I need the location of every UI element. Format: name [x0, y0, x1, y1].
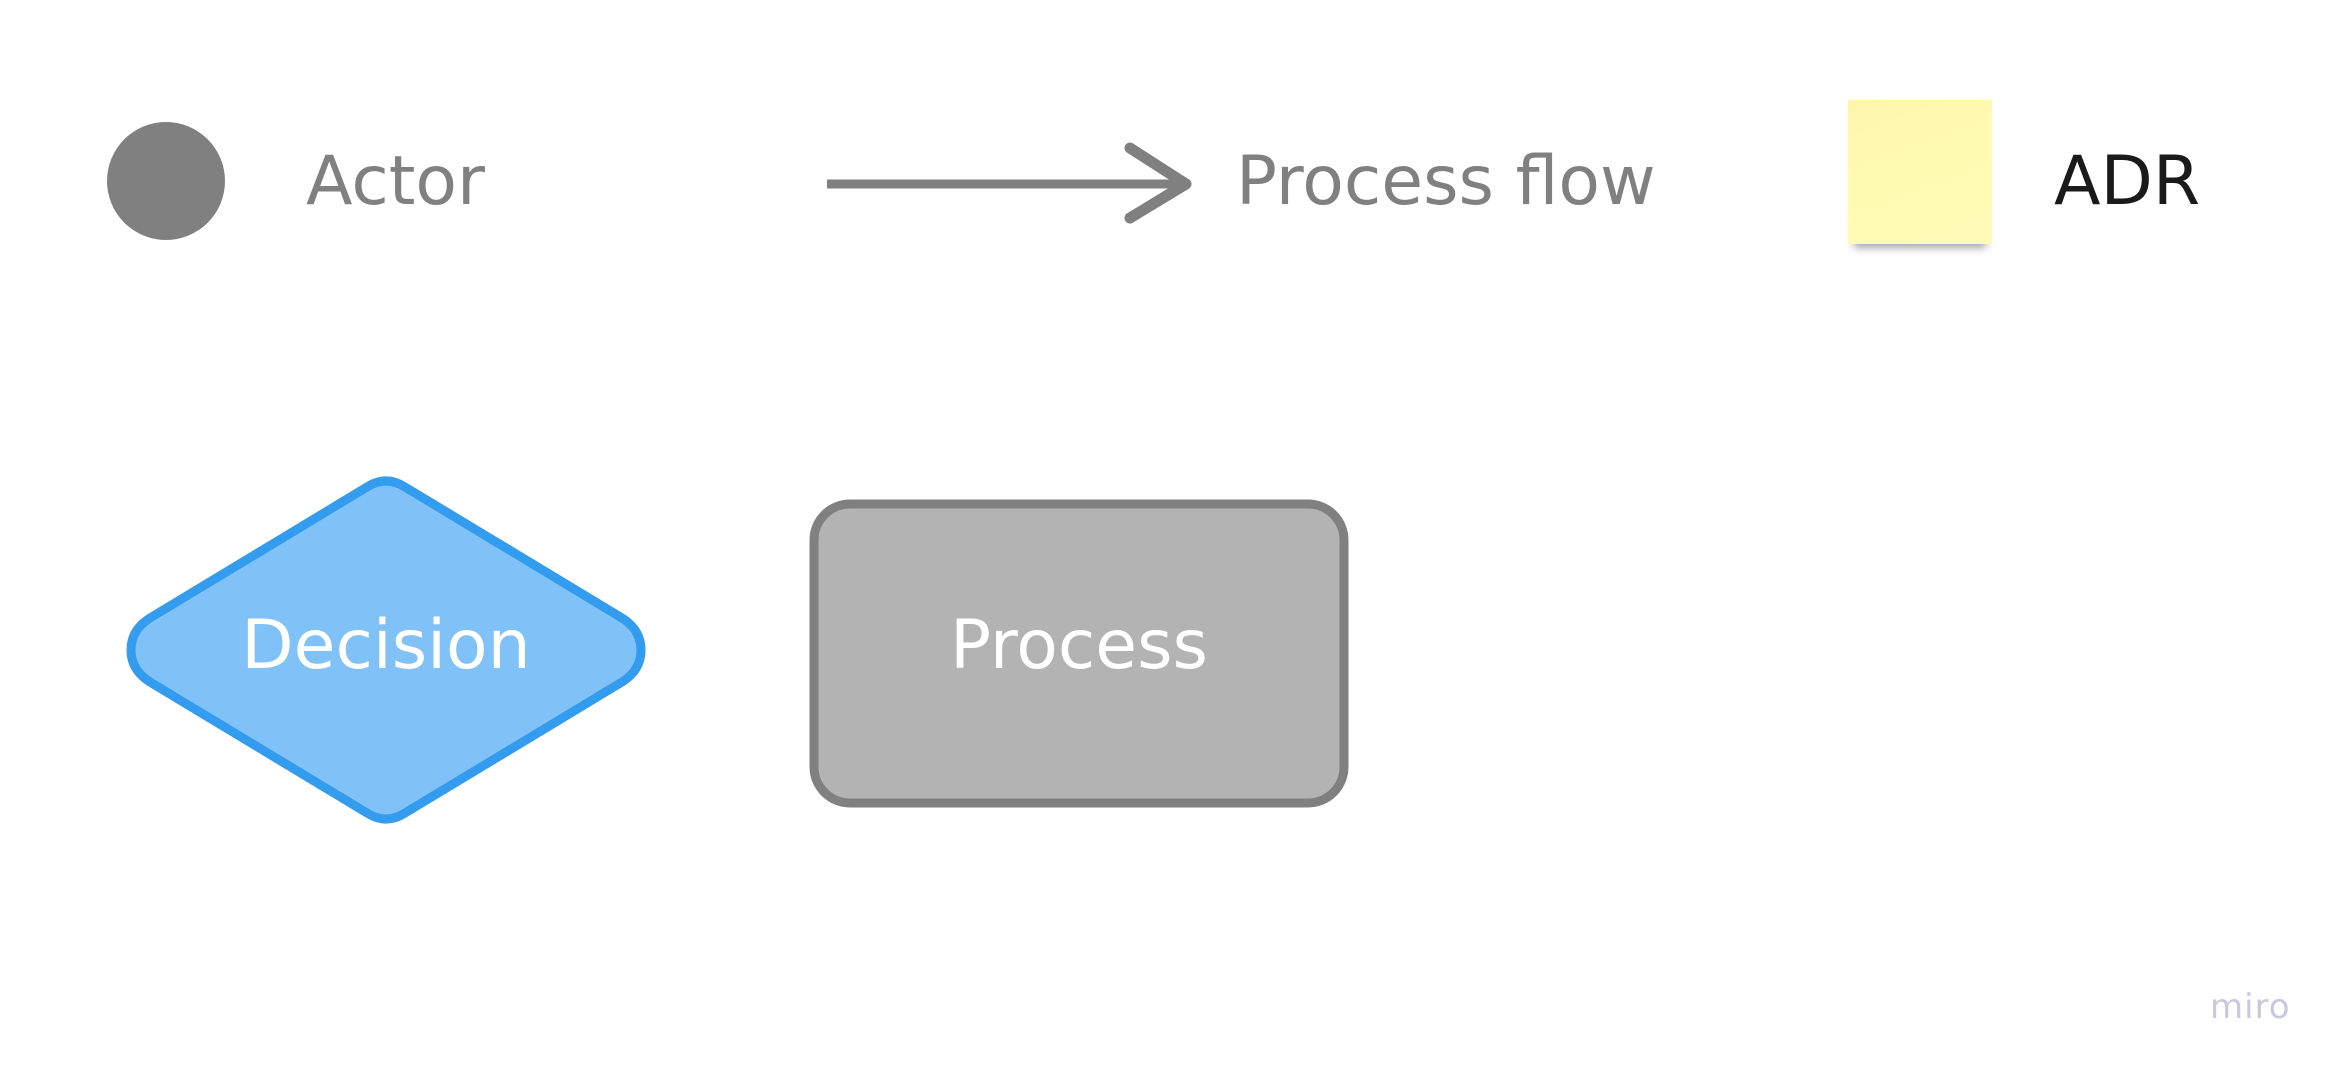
adr-sticky-note[interactable]	[1848, 100, 1992, 244]
decision-label: Decision	[241, 606, 531, 685]
miro-watermark: miro	[2210, 987, 2291, 1027]
actor-label: Actor	[306, 142, 485, 221]
process-rectangle[interactable]	[809, 499, 1349, 808]
process-label: Process	[950, 606, 1208, 685]
process-flow-arrow[interactable]	[827, 142, 1192, 224]
process-flow-label: Process flow	[1236, 142, 1656, 221]
actor-circle[interactable]	[107, 122, 225, 240]
decision-diamond[interactable]	[126, 476, 646, 824]
adr-label: ADR	[2054, 142, 2201, 221]
